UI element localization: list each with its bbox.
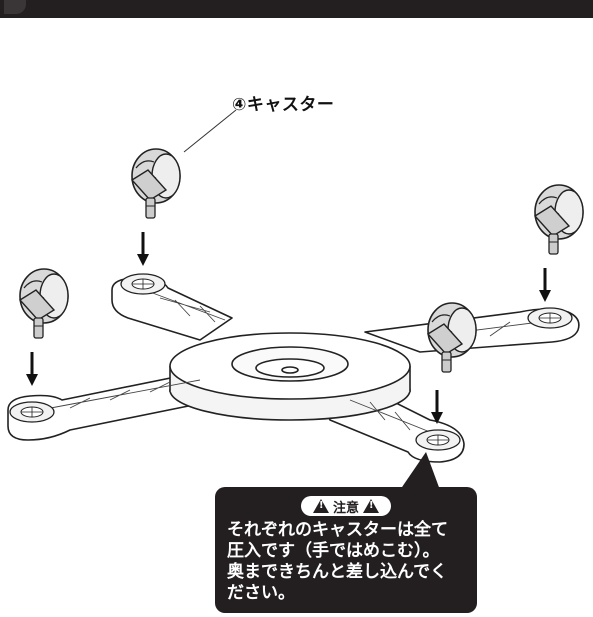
caution-box: 注意 それぞれのキャスターは全て 圧入です（手ではめこむ）。 奥まできちんと差し…: [215, 487, 477, 613]
warning-icon: [363, 499, 379, 513]
caster-icon: [534, 184, 584, 255]
caution-line: 奥まできちんと差し込んでく: [227, 562, 448, 582]
warning-icon: [312, 499, 329, 513]
caution-line: ださい。: [227, 583, 295, 603]
caution-line: 圧入です（手ではめこむ）。: [227, 541, 440, 561]
chair-base: [7, 277, 580, 463]
caution-title: 注意: [332, 500, 359, 516]
caution-header: 注意: [301, 496, 391, 516]
socket-back-right: [527, 307, 573, 329]
caution-line: それぞれのキャスターは全て: [227, 520, 448, 540]
caution-text: それぞれのキャスターは全て 圧入です（手ではめこむ）。 奥まできちんと差し込んで…: [227, 520, 473, 604]
caster-icon: [131, 148, 181, 219]
top-bar: [0, 0, 593, 18]
label-leader-line: [183, 109, 237, 153]
arrow-down-icon: [537, 266, 553, 304]
socket-front-right: [415, 429, 461, 451]
caster-icon: [427, 302, 477, 373]
arrow-down-icon: [24, 350, 40, 388]
socket-back-left: [120, 273, 166, 295]
top-bar-corner: [4, 0, 26, 14]
arm-ribs: [39, 291, 541, 433]
arrow-down-icon: [429, 388, 445, 426]
socket-front-left: [9, 401, 55, 423]
caution-pointer: [400, 452, 440, 490]
arrow-down-icon: [135, 230, 151, 268]
caster-icon: [19, 268, 69, 339]
caster-label: ④キャスター: [232, 95, 335, 115]
